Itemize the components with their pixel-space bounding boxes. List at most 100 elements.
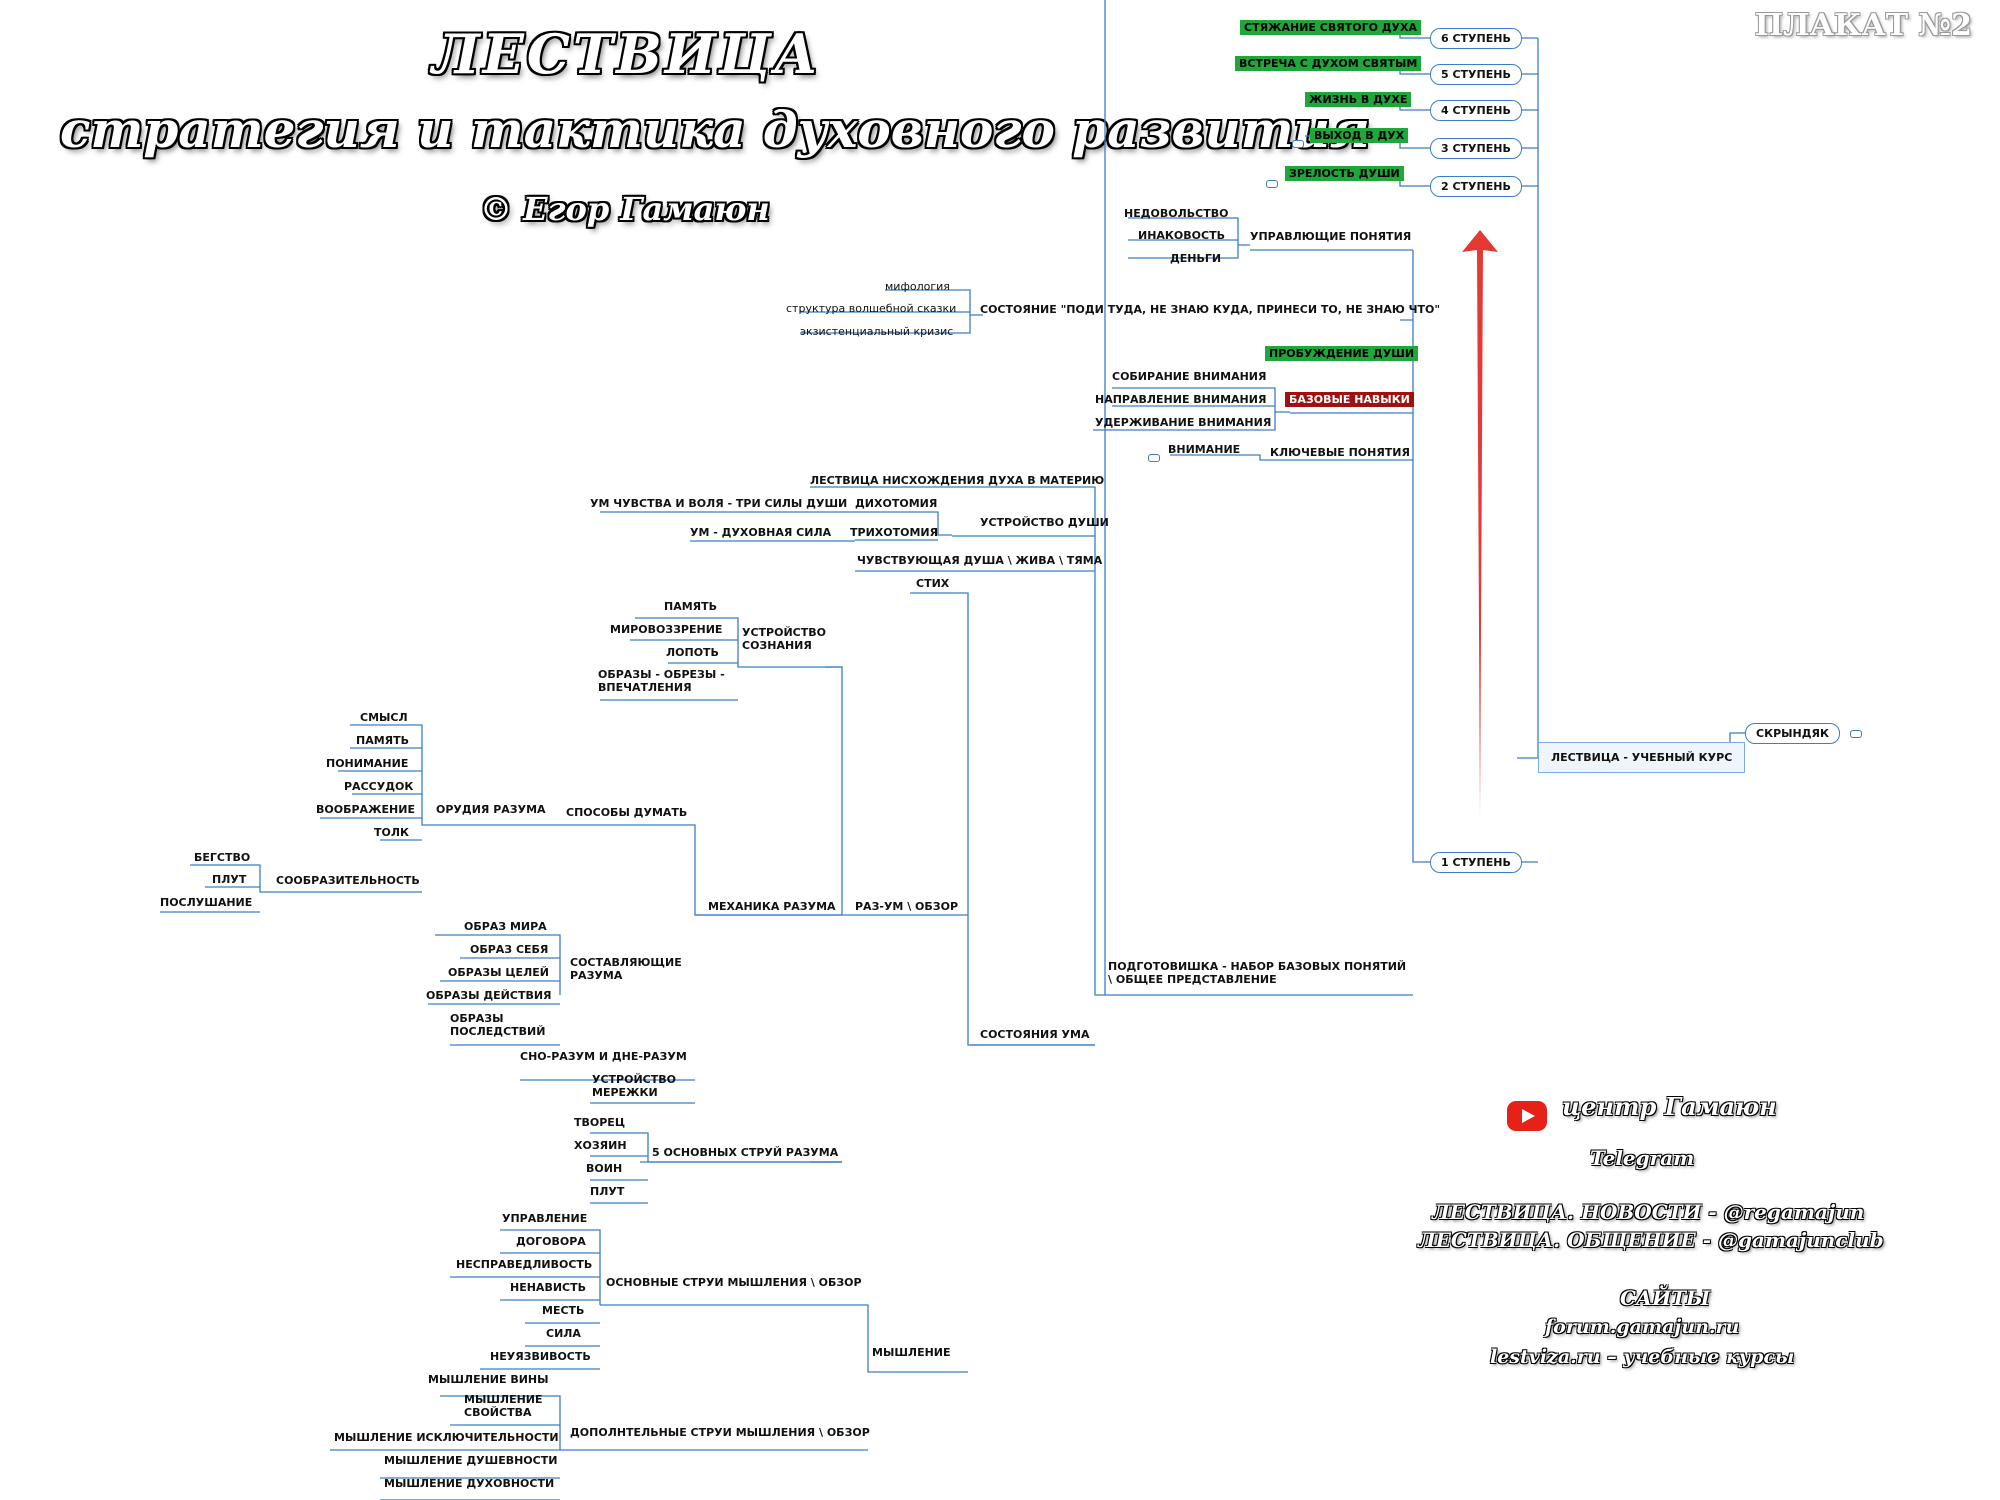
poster-number: ПЛАКАТ №2 [1754, 8, 1972, 43]
node-hozyain[interactable]: ХОЗЯИН [574, 1139, 627, 1152]
step-1-node[interactable]: 1 СТУПЕНЬ [1430, 852, 1522, 873]
page-subtitle: стратегия и тактика духовного развития [60, 100, 1370, 159]
node-krizis[interactable]: экзистенциальный кризис [800, 325, 954, 338]
collapse-icon[interactable] [1292, 140, 1304, 148]
node-sila[interactable]: СИЛА [546, 1327, 581, 1340]
node-plut2[interactable]: ПЛУТ [590, 1185, 625, 1198]
node-lestvica-nish[interactable]: ЛЕСТВИЦА НИСХОЖДЕНИЯ ДУХА В МАТЕРИЮ [810, 474, 1105, 487]
node-sno-razum[interactable]: СНО-РАЗУМ И ДНЕ-РАЗУМ [520, 1050, 687, 1063]
node-upravl[interactable]: УПРАВЛЮЩИЕ ПОНЯТИЯ [1250, 230, 1412, 243]
youtube-channel[interactable]: центр Гамаюн [1562, 1092, 1777, 1121]
node-dengi[interactable]: ДЕНЬГИ [1170, 252, 1222, 265]
node-duhovnosti[interactable]: МЫШЛЕНИЕ ДУХОВНОСТИ [384, 1477, 555, 1490]
step-3-node[interactable]: 3 СТУПЕНЬ [1430, 138, 1522, 159]
node-voin[interactable]: ВОИН [586, 1162, 623, 1175]
step-4-node[interactable]: 4 СТУПЕНЬ [1430, 100, 1522, 121]
step-5-node[interactable]: 5 СТУПЕНЬ [1430, 64, 1522, 85]
course-root-node[interactable]: ЛЕСТВИЦА - УЧЕБНЫЙ КУРС [1538, 742, 1746, 773]
node-svoistva[interactable]: МЫШЛЕНИЕ СВОЙСТВА [464, 1393, 543, 1419]
telegram-news[interactable]: ЛЕСТВИЦА. НОВОСТИ - @regamajun [1432, 1200, 1865, 1224]
node-ponimanie[interactable]: ПОНИМАНИЕ [326, 757, 409, 770]
node-stih[interactable]: СТИХ [916, 577, 950, 590]
page-title: ЛЕСТВИЦА [432, 22, 821, 86]
node-mirovozzrenie[interactable]: МИРОВОЗЗРЕНИЕ [610, 623, 723, 636]
node-begstvo[interactable]: БЕГСТВО [194, 851, 251, 864]
node-plut[interactable]: ПЛУТ [212, 873, 247, 886]
node-nedov[interactable]: НЕДОВОЛЬСТВО [1124, 207, 1229, 220]
step-5-label: ВСТРЕЧА С ДУХОМ СВЯТЫМ [1235, 56, 1422, 71]
node-mest[interactable]: МЕСТЬ [542, 1304, 585, 1317]
node-ustroistvo-soznania[interactable]: УСТРОЙСТВО СОЗНАНИЯ [742, 626, 826, 652]
node-dihotomia-desc[interactable]: УМ ЧУВСТВА И ВОЛЯ - ТРИ СИЛЫ ДУШИ [590, 497, 848, 510]
node-nespravedlivost[interactable]: НЕСПРАВЕДЛИВОСТЬ [456, 1258, 593, 1271]
step-4-label: ЖИЗНЬ В ДУХЕ [1305, 92, 1412, 107]
node-pamyat[interactable]: ПАМЯТЬ [664, 600, 718, 613]
node-tvorec[interactable]: ТВОРЕЦ [574, 1116, 626, 1129]
node-dogovora[interactable]: ДОГОВОРА [516, 1235, 586, 1248]
node-rassudok[interactable]: РАССУДОК [344, 780, 414, 793]
youtube-icon[interactable] [1507, 1101, 1547, 1131]
node-sposoby[interactable]: СПОСОБЫ ДУМАТЬ [566, 806, 688, 819]
node-myshlenie[interactable]: МЫШЛЕНИЕ [872, 1346, 951, 1359]
node-dopolnitelnye[interactable]: ДОПОЛНТЕЛЬНЫЕ СТРУИ МЫШЛЕНИЯ \ ОБЗОР [570, 1426, 870, 1439]
skryndyak-node[interactable]: СКРЫНДЯК [1745, 723, 1840, 744]
node-tolk[interactable]: ТОЛК [374, 826, 409, 839]
node-obraz-mira[interactable]: ОБРАЗ МИРА [464, 920, 547, 933]
node-pamyat2[interactable]: ПАМЯТЬ [356, 734, 410, 747]
node-sostoyanie[interactable]: СОСТОЯНИЕ "ПОДИ ТУДА, НЕ ЗНАЮ КУДА, ПРИН… [980, 303, 1441, 316]
node-inakov[interactable]: ИНАКОВОСТЬ [1138, 229, 1225, 242]
step-6-label: СТЯЖАНИЕ СВЯТОГО ДУХА [1240, 20, 1422, 35]
node-trihotomia[interactable]: ТРИХОТОМИЯ [850, 526, 939, 539]
node-bazovye[interactable]: БАЗОВЫЕ НАВЫКИ [1285, 392, 1414, 407]
node-dushevnosti[interactable]: МЫШЛЕНИЕ ДУШЕВНОСТИ [384, 1454, 558, 1467]
node-obrazy-obrezy[interactable]: ОБРАЗЫ - ОБРЕЗЫ - ВПЕЧАТЛЕНИЯ [598, 668, 725, 694]
node-lopot[interactable]: ЛОПОТЬ [666, 646, 719, 659]
node-mehanika[interactable]: МЕХАНИКА РАЗУМА [708, 900, 836, 913]
node-probuzhdenie[interactable]: ПРОБУЖДЕНИЕ ДУШИ [1265, 346, 1419, 361]
node-poslushanie[interactable]: ПОСЛУШАНИЕ [160, 896, 253, 909]
sites-label: САЙТЫ [1620, 1286, 1711, 1310]
collapse-icon[interactable] [1266, 180, 1278, 188]
node-soobrazitelnost[interactable]: СООБРАЗИТЕЛЬНОСТЬ [276, 874, 420, 887]
step-3-label: ВЫХОД В ДУХ [1310, 128, 1409, 143]
telegram-chat[interactable]: ЛЕСТВИЦА. ОБЩЕНИЕ - @gamajunclub [1418, 1228, 1884, 1252]
step-6-node[interactable]: 6 СТУПЕНЬ [1430, 28, 1522, 49]
node-orudia[interactable]: ОРУДИЯ РАЗУМА [436, 803, 546, 816]
node-upravlenie[interactable]: УПРАВЛЕНИЕ [502, 1212, 588, 1225]
step-2-label: ЗРЕЛОСТЬ ДУШИ [1285, 166, 1404, 181]
collapse-icon[interactable] [1148, 454, 1160, 462]
node-sostavlyayushie[interactable]: СОСТАВЛЯЮЩИЕ РАЗУМА [570, 956, 682, 982]
node-uderzhivanie[interactable]: УДЕРЖИВАНИЕ ВНИМАНИЯ [1095, 416, 1272, 429]
node-vnimanie[interactable]: ВНИМАНИЕ [1168, 443, 1241, 456]
node-obrazy-deistvia[interactable]: ОБРАЗЫ ДЕЙСТВИЯ [426, 989, 552, 1002]
node-neuyazvimost[interactable]: НЕУЯЗВИВОСТЬ [490, 1350, 591, 1363]
node-obraz-sebya[interactable]: ОБРАЗ СЕБЯ [470, 943, 549, 956]
node-podgotovishka[interactable]: ПОДГОТОВИШКА - НАБОР БАЗОВЫХ ПОНЯТИЙ \ О… [1108, 960, 1407, 986]
forum-link[interactable]: forum.gamajun.ru [1545, 1316, 1740, 1338]
node-smysl[interactable]: СМЫСЛ [360, 711, 408, 724]
node-napravlenie[interactable]: НАПРАВЛЕНИЕ ВНИМАНИЯ [1095, 393, 1267, 406]
node-razum-obzor[interactable]: РАЗ-УМ \ ОБЗОР [855, 900, 959, 913]
node-voobrazhenie[interactable]: ВООБРАЖЕНИЕ [316, 803, 415, 816]
node-obrazy-posledstvii[interactable]: ОБРАЗЫ ПОСЛЕДСТВИЙ [450, 1012, 546, 1038]
node-ustroistvo-dushi[interactable]: УСТРОЙСТВО ДУШИ [980, 516, 1109, 529]
node-isklyuchitelnosti[interactable]: МЫШЛЕНИЕ ИСКЛЮЧИТЕЛЬНОСТИ [334, 1431, 559, 1444]
node-trihotomia-desc[interactable]: УМ - ДУХОВНАЯ СИЛА [690, 526, 832, 539]
node-piat-strui[interactable]: 5 ОСНОВНЫХ СТРУЙ РАЗУМА [652, 1146, 839, 1159]
node-klyuchevye[interactable]: КЛЮЧЕВЫЕ ПОНЯТИЯ [1270, 446, 1410, 459]
node-sobiranie[interactable]: СОБИРАНИЕ ВНИМАНИЯ [1112, 370, 1267, 383]
lestviza-link[interactable]: lestviza.ru – учебные курсы [1490, 1346, 1795, 1368]
node-ustroistvo-merezhki[interactable]: УСТРОЙСТВО МЕРЕЖКИ [592, 1073, 676, 1099]
node-obrazy-celei[interactable]: ОБРАЗЫ ЦЕЛЕЙ [448, 966, 549, 979]
node-dihotomia[interactable]: ДИХОТОМИЯ [855, 497, 938, 510]
node-struktura[interactable]: структура волшебной сказки [786, 302, 957, 315]
node-sostoyania-uma[interactable]: СОСТОЯНИЯ УМА [980, 1028, 1090, 1041]
node-osnovnye[interactable]: ОСНОВНЫЕ СТРУИ МЫШЛЕНИЯ \ ОБЗОР [606, 1276, 862, 1289]
node-chuvstvuyushaya[interactable]: ЧУВСТВУЮЩАЯ ДУША \ ЖИВА \ ТЯМА [857, 554, 1103, 567]
node-nenavist[interactable]: НЕНАВИСТЬ [510, 1281, 586, 1294]
collapse-icon[interactable] [1850, 730, 1862, 738]
node-viny[interactable]: МЫШЛЕНИЕ ВИНЫ [428, 1373, 549, 1386]
author-credit: © Егор Гамаюн [480, 190, 770, 228]
step-2-node[interactable]: 2 СТУПЕНЬ [1430, 176, 1522, 197]
node-mifologia[interactable]: мифология [885, 280, 950, 293]
